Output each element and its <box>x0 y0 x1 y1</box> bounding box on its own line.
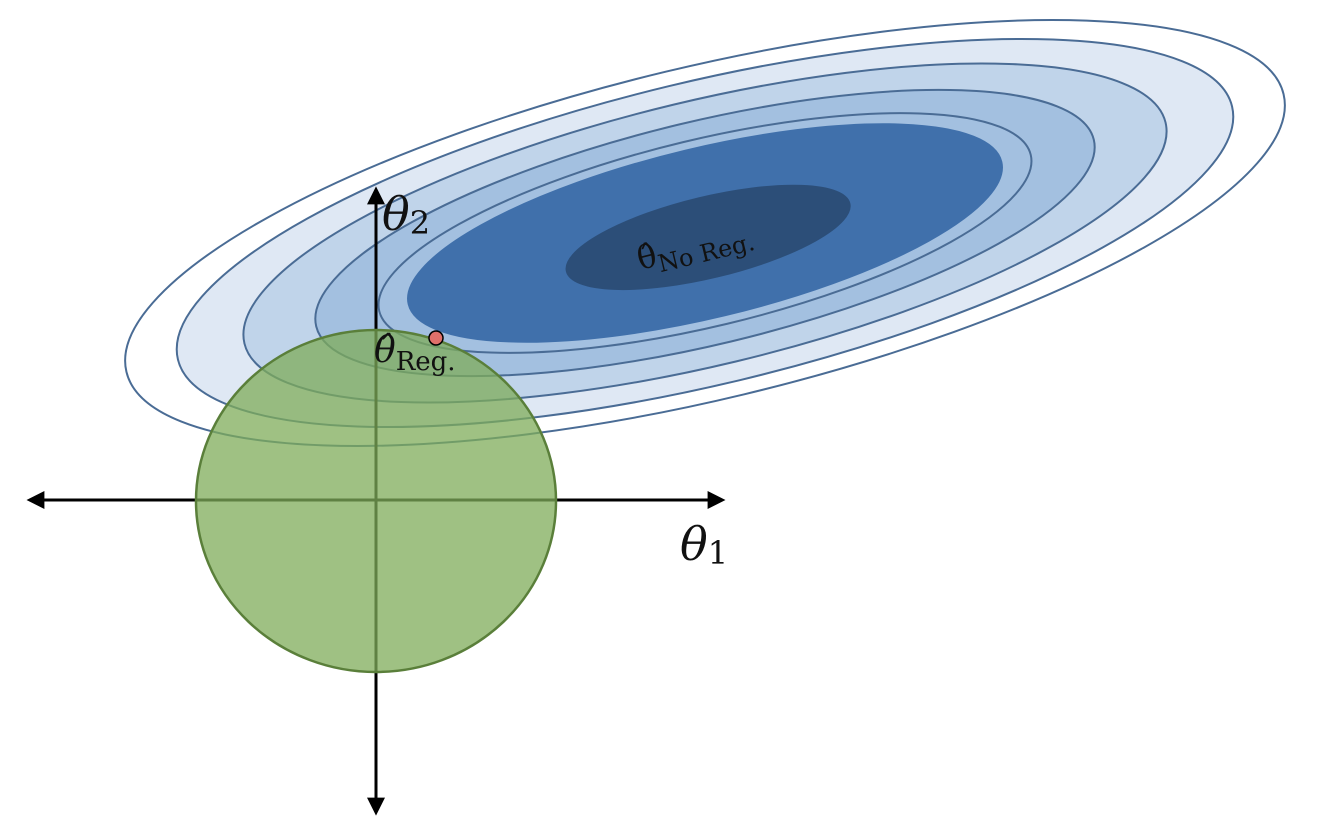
theta1-axis-label: θ1 <box>680 517 728 572</box>
theta2-axis-label: θ2 <box>382 187 430 242</box>
contour-level-7 <box>565 184 851 291</box>
regularized-solution-label: θ̂Reg. <box>374 330 456 377</box>
regularized-solution-point <box>428 330 444 346</box>
l2-constraint-region <box>194 328 558 674</box>
